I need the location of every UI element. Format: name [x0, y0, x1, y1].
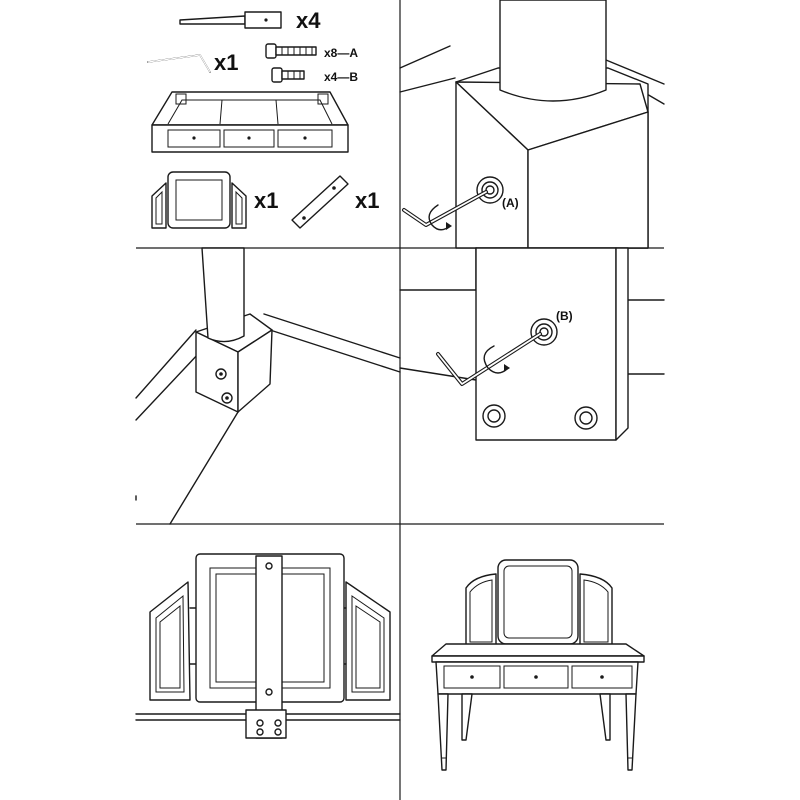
bolt-a-icon [265, 43, 317, 59]
bolt-a-quantity: x8—A [324, 46, 358, 60]
hex-key-icon [436, 332, 542, 386]
table-top-part-icon [151, 91, 349, 153]
rotate-arrow-icon [483, 345, 509, 374]
rotate-arrow-icon [428, 204, 451, 231]
leg-part-icon [179, 11, 282, 29]
legs-quantity: x4 [296, 8, 321, 33]
bolt-b-callout: (B) [556, 309, 573, 323]
panel-step-mirror-bracket [135, 553, 401, 739]
panel-step-attach-bolt-b: (B) [399, 247, 665, 441]
bolt-a-callout: (A) [502, 196, 519, 210]
mirror-quantity: x1 [254, 188, 278, 213]
panel-parts-list: x4 x1 x8—A x4—B [147, 8, 379, 229]
bolt-b-icon [271, 67, 305, 83]
hex-key-quantity: x1 [214, 50, 238, 75]
panel-step-underside [135, 247, 401, 525]
mirror-part-icon [151, 171, 247, 229]
hex-key-icon [147, 54, 211, 73]
panel-finished-vanity [431, 559, 645, 771]
bracket-plate-icon [291, 175, 349, 229]
hex-key-icon [402, 190, 488, 227]
bracket-quantity: x1 [355, 188, 379, 213]
panel-step-attach-leg: (A) [399, 0, 665, 249]
bolt-b-quantity: x4—B [324, 70, 358, 84]
